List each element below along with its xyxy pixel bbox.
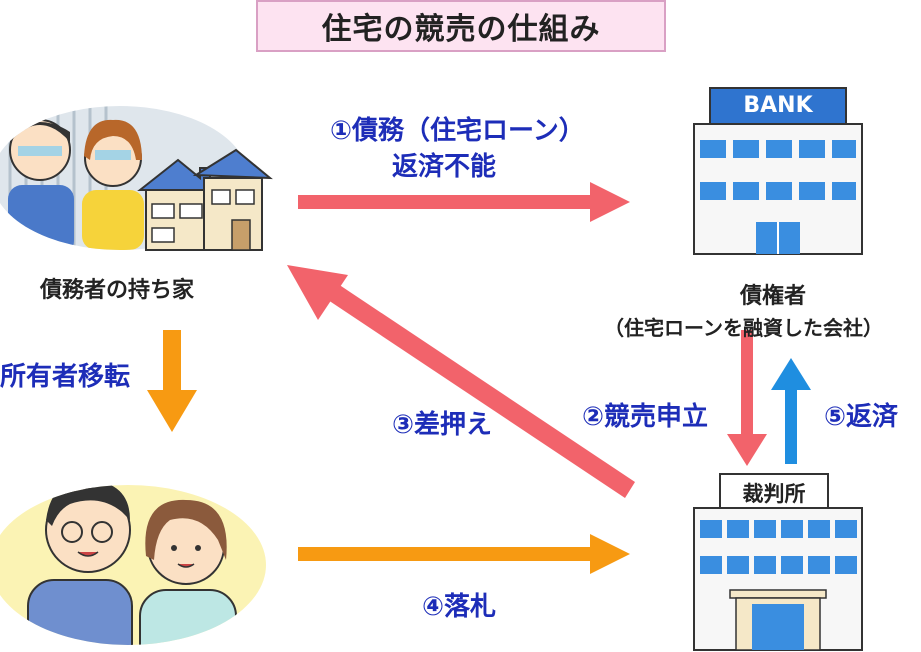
bank-building-icon <box>693 87 863 255</box>
title-box: 住宅の競売の仕組み <box>256 0 666 52</box>
arrow-step5 <box>771 358 811 464</box>
arrow-transfer <box>147 330 197 432</box>
debtor-illustration <box>0 106 273 251</box>
arrow-step1 <box>298 182 630 222</box>
step3-label: ③差押え <box>392 410 493 440</box>
step2-label: ②競売申立 <box>582 402 709 432</box>
step1-label-line2: 返済不能 <box>392 152 497 182</box>
transfer-label: 所有者移転 <box>0 362 131 392</box>
step5-label: ⑤返済 <box>824 402 899 432</box>
arrow-step4 <box>298 534 630 574</box>
court-sign-text: 裁判所 <box>742 482 806 506</box>
court-building-icon <box>693 473 863 651</box>
creditor-label: 債権者 <box>740 284 807 309</box>
new-owner-illustration <box>0 485 266 645</box>
step4-label: ④落札 <box>422 592 497 622</box>
creditor-sublabel: （住宅ローンを融資した会社） <box>604 316 883 340</box>
arrow-step3 <box>287 265 635 498</box>
house-icon <box>137 148 273 251</box>
arrow-step2 <box>727 330 767 466</box>
step1-label-line1: ①債務（住宅ローン） <box>330 116 585 146</box>
page-title: 住宅の競売の仕組み <box>321 12 601 47</box>
bank-sign-text: BANK <box>743 93 813 118</box>
debtor-label: 債務者の持ち家 <box>40 278 195 303</box>
